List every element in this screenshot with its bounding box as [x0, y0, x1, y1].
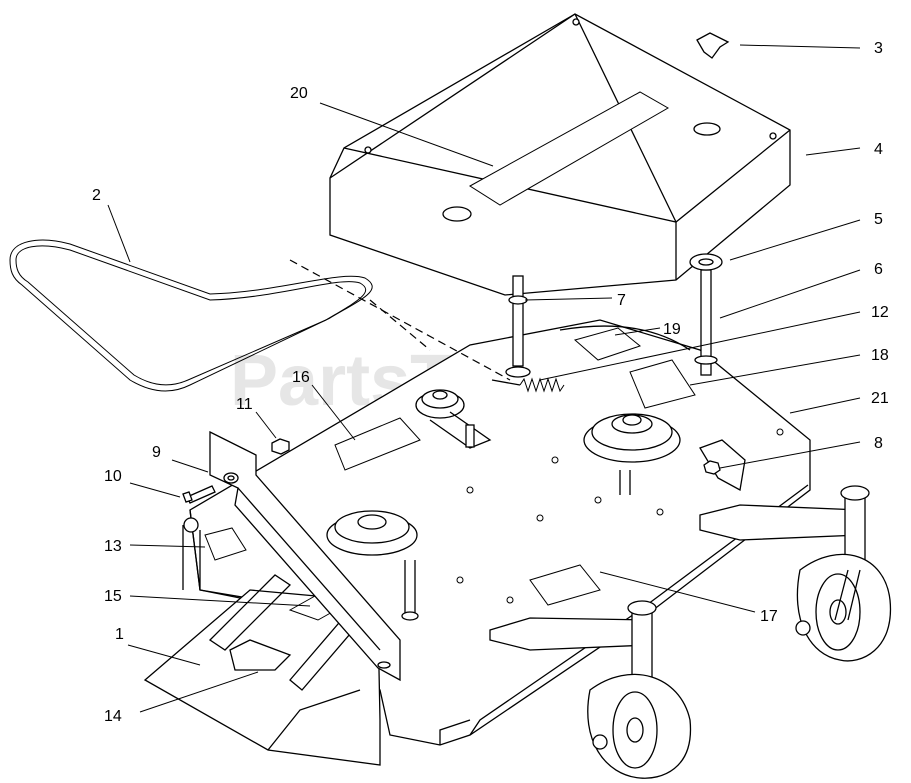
leader-3	[739, 44, 861, 49]
leader-18	[689, 354, 861, 386]
callout-4: 4	[874, 141, 883, 158]
callout-12: 12	[871, 304, 889, 321]
leader-20	[319, 102, 494, 167]
callout-2: 2	[92, 187, 101, 204]
callout-14: 14	[104, 708, 122, 725]
callout-21: 21	[871, 390, 889, 407]
callout-10: 10	[104, 468, 122, 485]
decal-20	[469, 91, 670, 206]
leader-2	[107, 204, 131, 263]
leader-19	[614, 327, 661, 336]
decal-16	[334, 417, 421, 471]
callout-1: 1	[115, 626, 124, 643]
callout-9: 9	[152, 444, 161, 461]
leader-10	[129, 482, 181, 498]
callout-labels: 3 4 5 6 7 8 9 10 11 12 13 14 15 16 17 18…	[92, 40, 889, 725]
caster-left	[489, 600, 692, 779]
deck-baffle	[209, 430, 401, 682]
callout-3: 3	[874, 40, 883, 57]
deck-holes	[456, 428, 784, 604]
decal-19	[573, 327, 642, 361]
spindle-bolts	[505, 253, 723, 378]
drive-belt	[9, 239, 511, 392]
callout-13: 13	[104, 538, 122, 555]
leader-21	[789, 397, 861, 414]
callout-11: 11	[236, 396, 253, 413]
callout-6: 6	[874, 261, 883, 278]
decal-18	[629, 359, 696, 409]
caster-right	[699, 485, 892, 662]
belt-cover	[329, 13, 791, 296]
leader-1	[127, 644, 201, 666]
callout-17: 17	[760, 608, 778, 625]
leader-8	[719, 441, 861, 469]
callout-20: 20	[290, 85, 308, 102]
leader-13	[129, 544, 206, 548]
leader-7	[524, 297, 613, 301]
decal-17	[529, 564, 601, 606]
leader-5	[729, 219, 861, 261]
leader-15	[129, 595, 311, 607]
leader-9	[171, 459, 209, 473]
callout-16: 16	[292, 369, 310, 386]
deck-decals	[204, 327, 696, 606]
idler-spring	[491, 377, 565, 393]
callout-5: 5	[874, 211, 883, 228]
leader-17	[599, 571, 756, 613]
leader-14	[139, 671, 259, 713]
leader-11	[255, 411, 277, 439]
pulleys	[326, 389, 681, 621]
leader-12	[539, 311, 861, 381]
callout-18: 18	[871, 347, 889, 364]
decal-13	[204, 527, 247, 561]
leader-16	[311, 384, 356, 441]
callout-15: 15	[104, 588, 122, 605]
callout-8: 8	[874, 435, 883, 452]
callout-19: 19	[663, 321, 681, 338]
leader-lines	[107, 44, 861, 713]
leader-6	[719, 269, 861, 319]
hardware	[182, 32, 746, 504]
leader-4	[805, 147, 861, 156]
callout-7: 7	[617, 292, 626, 309]
